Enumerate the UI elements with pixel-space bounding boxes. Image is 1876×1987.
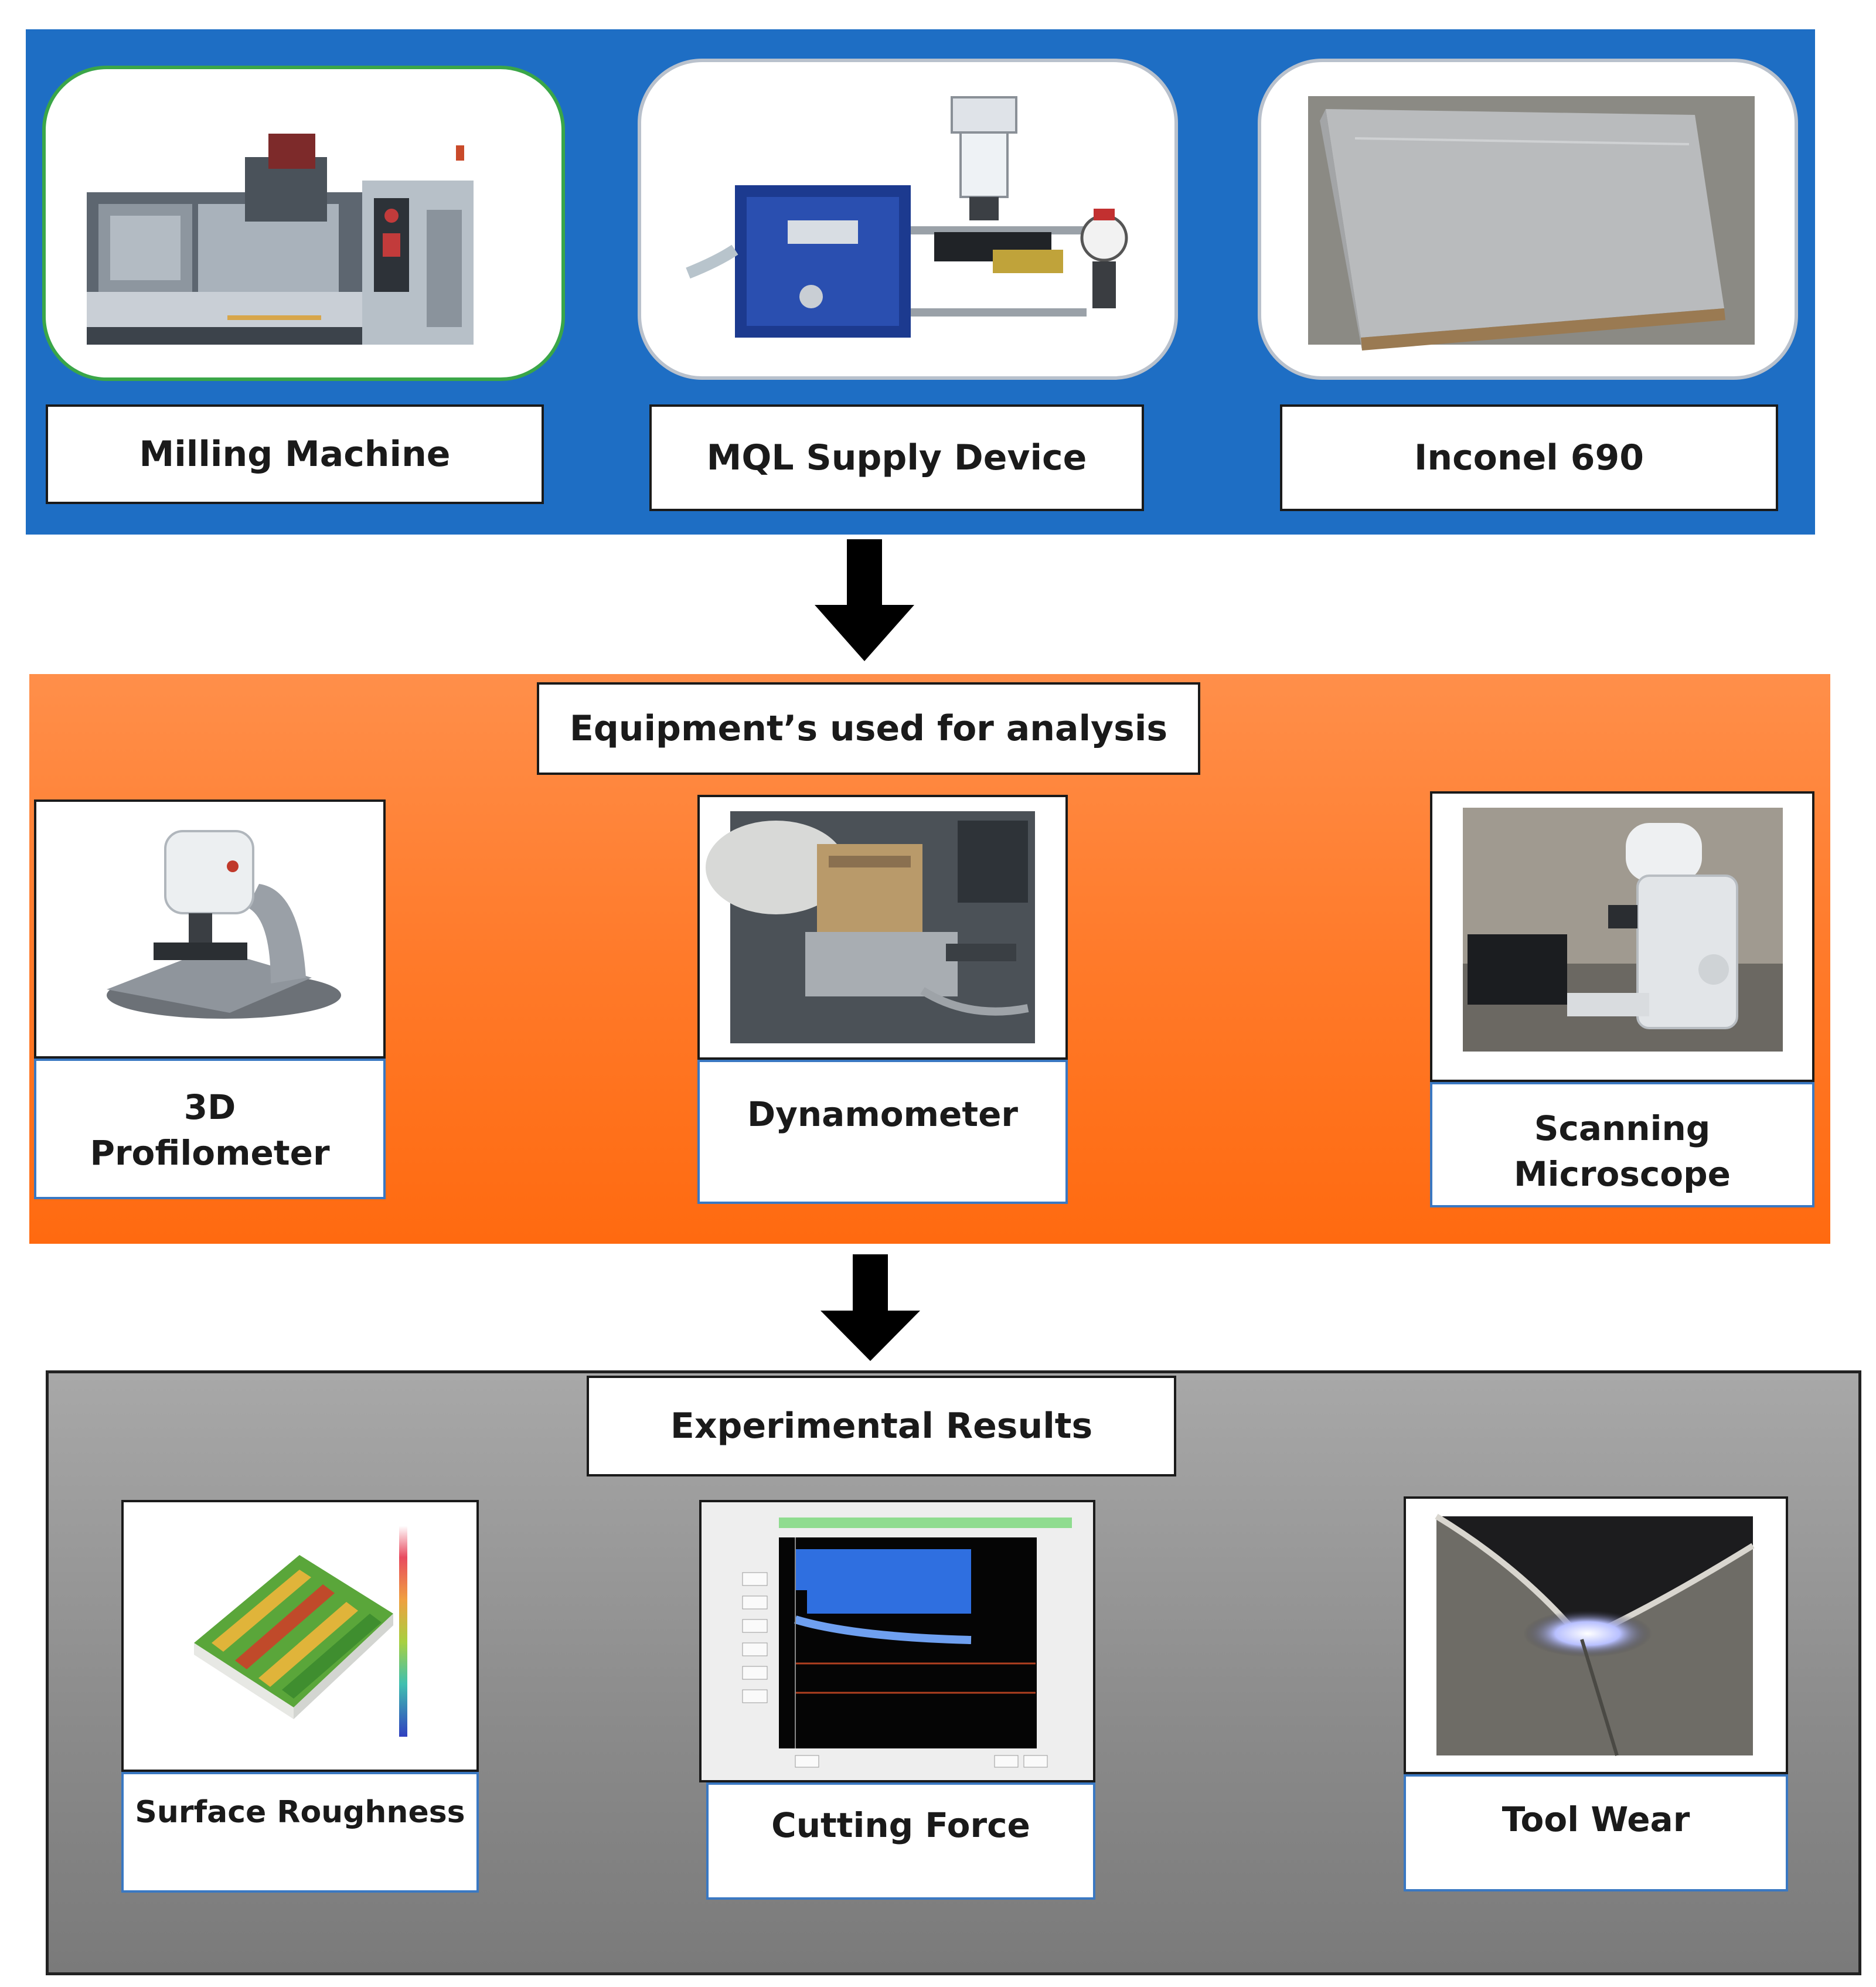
mql-device-label: MQL Supply Device xyxy=(649,404,1144,511)
dynamometer-card xyxy=(697,795,1068,1060)
sem-label: Scanning Microscope xyxy=(1430,1082,1814,1207)
tool-wear-photo xyxy=(1406,1499,1786,1772)
profilometer-photo xyxy=(36,802,383,1056)
mql-device-photo xyxy=(686,96,1128,338)
profilometer-label: 3D Profilometer xyxy=(34,1059,386,1199)
down-arrow-1 xyxy=(815,539,914,661)
cutting-force-plot xyxy=(702,1502,1093,1780)
surface-roughness-label: Surface Roughness xyxy=(121,1772,479,1893)
setup-panel: Milling Machine MQL Supply Device xyxy=(26,29,1815,535)
tool-wear-label-text: Tool Wear xyxy=(1502,1799,1690,1839)
results-panel: Experimental Results xyxy=(46,1370,1861,1975)
sem-photo xyxy=(1432,794,1812,1080)
milling-machine-label: Milling Machine xyxy=(46,404,544,504)
milling-machine-card xyxy=(42,66,565,381)
dynamometer-label-text: Dynamometer xyxy=(747,1094,1019,1134)
inconel-label: Inconel 690 xyxy=(1280,404,1778,511)
profilometer-label-line1: 3D xyxy=(183,1087,236,1127)
sem-label-line2: Microscope xyxy=(1513,1154,1731,1195)
milling-machine-label-text: Milling Machine xyxy=(139,434,451,475)
equipment-title-text: Equipment’s used for analysis xyxy=(569,708,1168,749)
results-title: Experimental Results xyxy=(587,1376,1176,1476)
inconel-label-text: Inconel 690 xyxy=(1414,437,1644,478)
surface-roughness-label-text: Surface Roughness xyxy=(135,1795,465,1830)
equipment-title: Equipment’s used for analysis xyxy=(537,682,1200,775)
inconel-card xyxy=(1258,59,1798,380)
profilometer-card xyxy=(34,799,386,1059)
equipment-panel: Equipment’s used for analysis 3D Profilo… xyxy=(29,674,1830,1244)
sem-label-line1: Scanning xyxy=(1534,1108,1711,1148)
cutting-force-label: Cutting Force xyxy=(706,1782,1095,1900)
surface-roughness-card xyxy=(121,1500,479,1772)
down-arrow-2 xyxy=(820,1254,920,1361)
sem-card xyxy=(1430,791,1814,1082)
dynamometer-photo xyxy=(700,797,1065,1057)
results-title-text: Experimental Results xyxy=(670,1406,1093,1447)
cutting-force-label-text: Cutting Force xyxy=(771,1805,1030,1845)
profilometer-label-line2: Profilometer xyxy=(90,1133,330,1173)
dynamometer-label: Dynamometer xyxy=(697,1060,1068,1204)
mql-device-card xyxy=(638,59,1178,380)
tool-wear-label: Tool Wear xyxy=(1404,1774,1788,1891)
cutting-force-card xyxy=(699,1500,1095,1782)
tool-wear-card xyxy=(1404,1496,1788,1774)
surface-roughness-plot xyxy=(124,1502,476,1770)
mql-device-label-text: MQL Supply Device xyxy=(706,437,1087,478)
inconel-plate-photo xyxy=(1308,96,1755,351)
milling-machine-photo xyxy=(87,134,474,345)
